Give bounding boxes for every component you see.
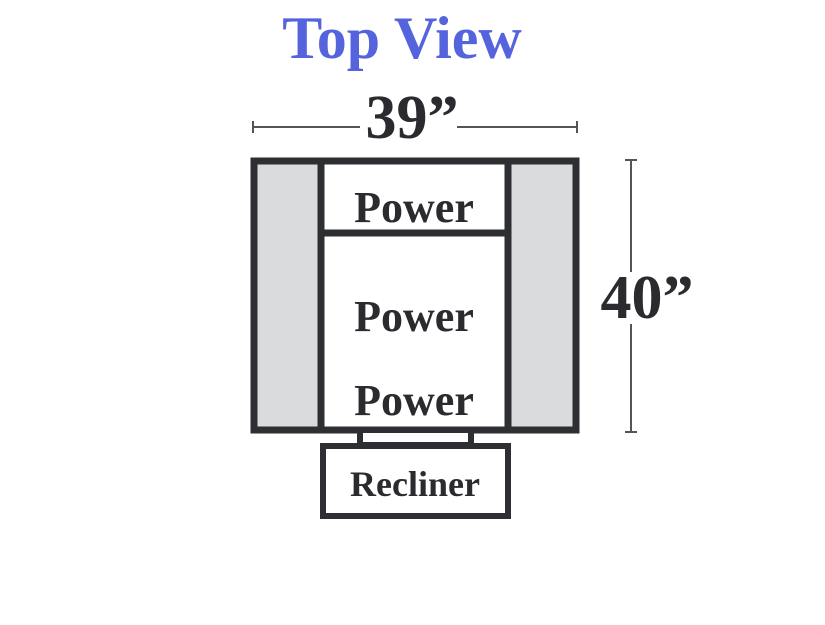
chair-body: Power Power Power [250, 157, 580, 434]
back-cushion-label: Power [354, 183, 474, 232]
seat-lower-label: Power [354, 376, 474, 425]
left-arm [257, 164, 321, 427]
footrest: Recliner [320, 443, 511, 519]
footrest-box [320, 443, 511, 519]
footrest-mechanism [357, 427, 474, 448]
width-dimension-label: 39” [366, 84, 459, 152]
depth-dimension: 40” [600, 159, 694, 433]
width-dimension: 39” [252, 84, 578, 152]
diagram-title: Top View [282, 5, 522, 71]
depth-label-background [600, 272, 694, 324]
footrest-connector [357, 427, 474, 448]
right-arm [508, 164, 573, 427]
footrest-label: Recliner [350, 464, 480, 504]
seat-upper-label: Power [354, 292, 474, 341]
depth-dimension-label: 40” [601, 264, 694, 332]
